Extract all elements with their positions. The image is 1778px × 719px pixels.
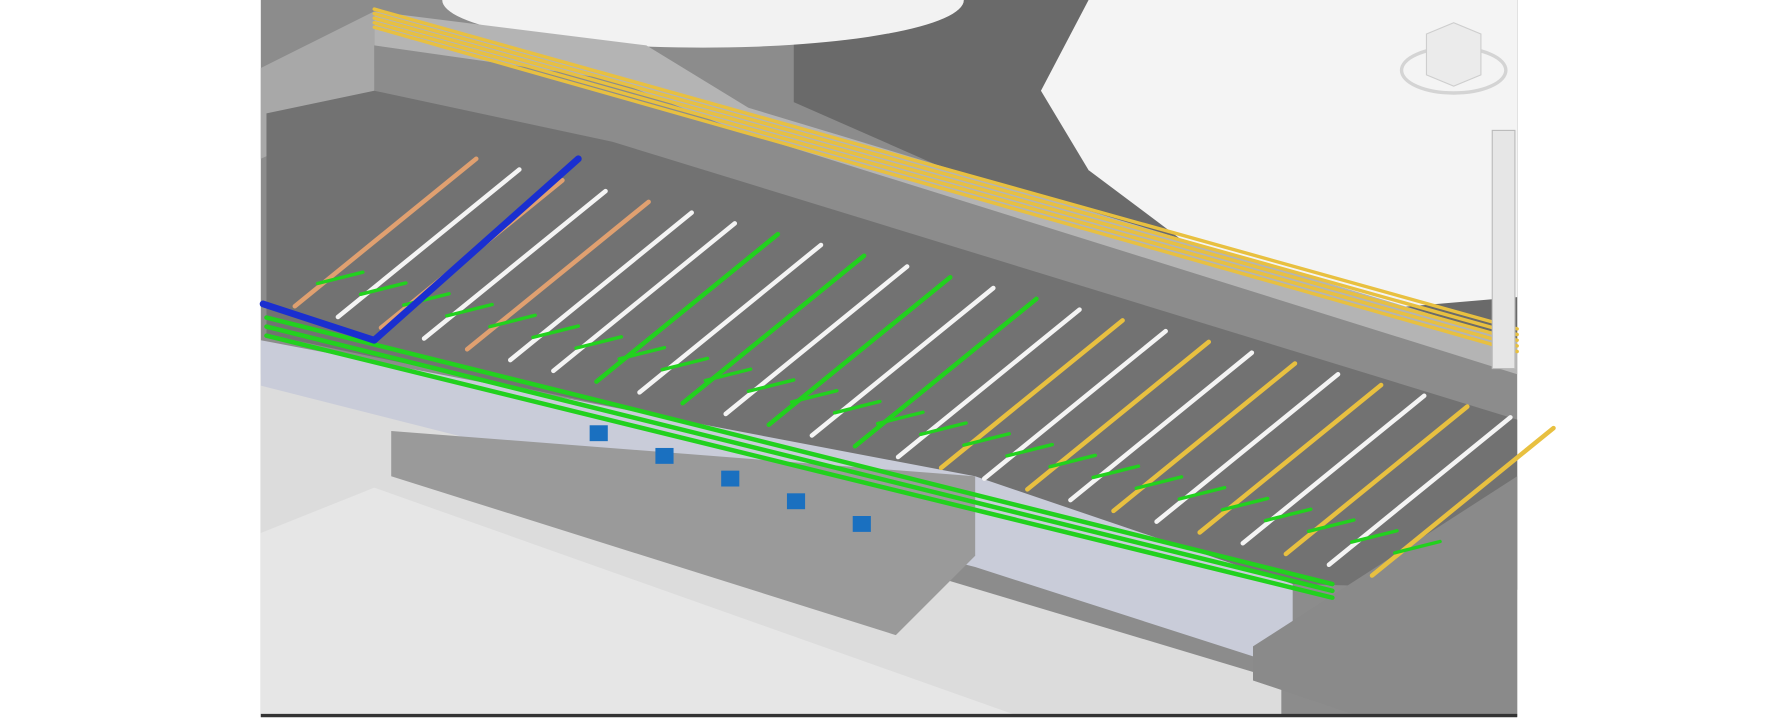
connector-pipe [617,345,667,361]
connector-pipe [1306,518,1356,534]
pump-unit [589,425,608,442]
connector-pipe [1349,529,1399,544]
connector-pipe [1220,496,1270,512]
connector-pipe [703,367,753,383]
connector-pipe [445,302,494,318]
connector-pipe [875,410,925,426]
connector-pipe [832,399,882,415]
connector-pipe [1177,485,1227,501]
connector-pipe [660,356,710,372]
connector-pipe [488,313,537,329]
connector-pipe [1263,507,1313,523]
navigation-bar-icon[interactable] [1491,129,1516,370]
pump-unit [655,447,674,464]
connector-pipe [1005,442,1054,458]
road-surface [260,487,1021,717]
connector-pipe [315,270,365,286]
blue-pipe [370,155,582,344]
connector-pipe [531,324,581,340]
connector-pipe [919,421,968,437]
pipe-network [259,7,1556,600]
connector-pipe [1048,453,1098,469]
back-wall [374,11,1518,375]
yellow-pipe [372,7,1519,331]
connector-pipe [746,378,796,393]
green-pipe [264,333,1335,600]
pump-unit [786,493,806,510]
pump-unit [852,516,871,532]
trench-floor [266,90,1518,590]
green-pipe [264,315,1335,587]
view-cube-icon[interactable] [1399,22,1508,95]
tank-right [1040,0,1518,309]
connector-pipe [789,388,839,404]
yellow-pipe [372,25,1519,354]
yellow-pipe [372,16,1519,342]
connector-pipe [574,335,624,350]
connector-pipe [1091,464,1141,480]
tank-left [442,0,964,48]
pit-wall [391,430,976,636]
yellow-pipe [372,11,1519,337]
yellow-pipe [372,20,1519,348]
connector-pipe [1134,475,1184,490]
right-end-wall [1252,476,1518,717]
connector-pipe [358,281,408,296]
connector-pipe [1393,539,1442,555]
blue-pipe [259,300,378,344]
pump-unit [721,470,740,487]
connector-pipe [962,432,1011,447]
green-pipe [264,324,1335,594]
